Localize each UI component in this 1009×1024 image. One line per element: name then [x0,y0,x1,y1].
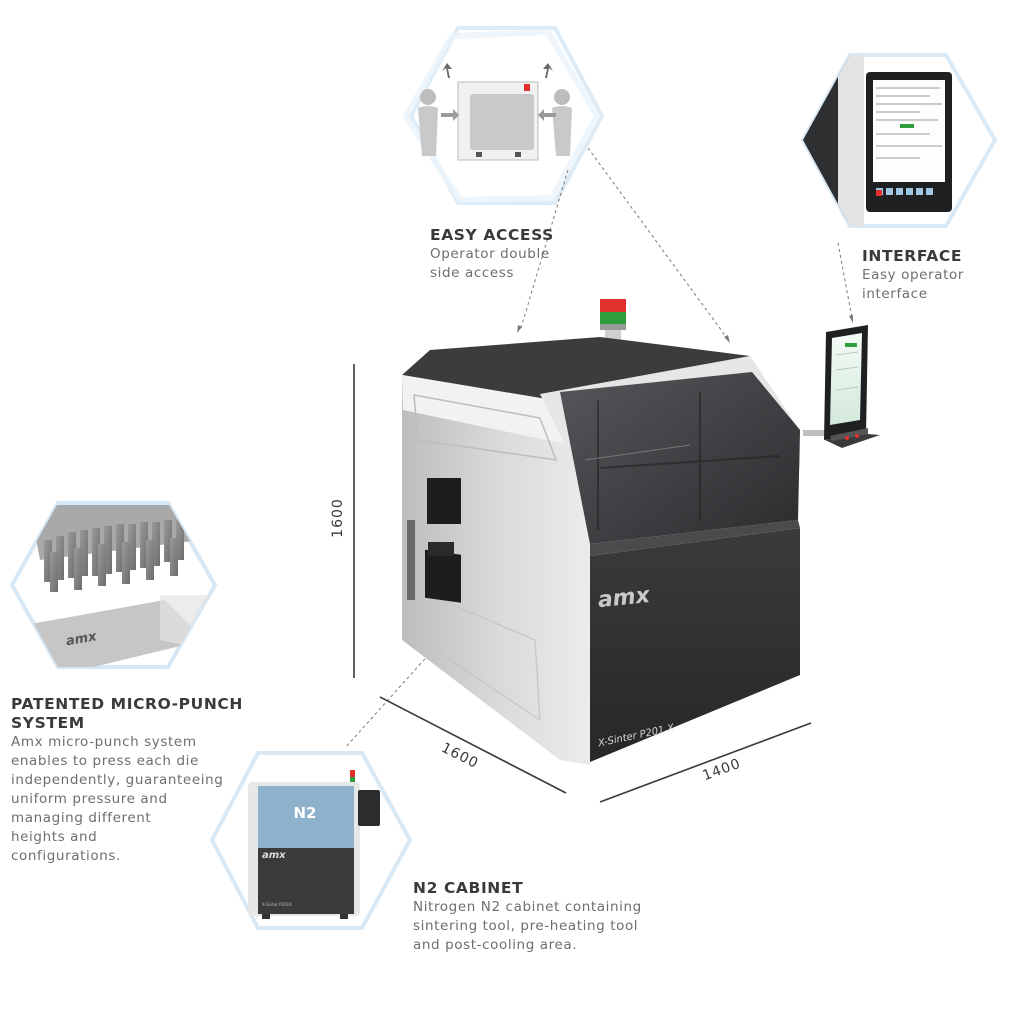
dimension-lines [353,364,812,803]
n2-cabinet-desc-line: sintering tool, pre-heating tool [413,918,639,934]
n2-model-text: X-Sinter P201X [262,902,292,907]
machine-illustration: amx X-Sinter P201 X [402,299,880,765]
n2-cabinet-desc-line: and post-cooling area. [413,937,578,953]
micro-punch-title-line: SYSTEM [11,714,85,732]
leader-arrowheads [517,315,853,343]
micro-punch-desc-line: managing different [11,810,152,826]
easy-access-desc-line: Operator double [430,246,550,262]
interface-desc-line: Easy operator [862,267,964,283]
interface-desc-line: interface [862,286,928,302]
beacon-lamp [600,299,626,344]
easy-access-title: EASY ACCESS [430,226,554,244]
leader-lines [344,147,853,749]
hexagon-easy-access [402,26,605,205]
micro-punch-desc-line: configurations. [11,848,121,864]
side-window [425,549,461,603]
easy-access-desc-line: side access [430,265,515,281]
feature-micro-punch: PATENTED MICRO-PUNCH SYSTEM Amx micro-pu… [11,695,243,866]
micro-punch-title-line: PATENTED MICRO-PUNCH [11,695,243,713]
arrow-up-left-icon [442,63,452,78]
operator-right-icon [552,89,572,156]
n2-cabinet-desc-line: Nitrogen N2 cabinet containing [413,899,642,915]
hmi-terminal [803,325,880,448]
hexagon-micro-punch: amx [9,501,218,669]
arrow-left-icon [538,109,556,121]
micro-punch-pins [44,520,184,592]
micro-punch-desc-line: independently, guaranteeing [11,772,224,788]
micro-punch-desc-line: heights and [11,829,98,845]
feature-interface: INTERFACE Easy operator interface [862,247,964,304]
interface-title: INTERFACE [862,247,963,265]
hexagon-n2-cabinet: N2 amx X-Sinter P201X [209,751,413,930]
feature-easy-access: EASY ACCESS Operator double side access [430,226,554,283]
hexagon-interface [800,53,998,228]
micro-punch-desc-line: enables to press each die [11,753,199,769]
n2-brand-logo: amx [262,850,286,861]
operator-left-icon [418,89,438,156]
punch-brand-logo: amx [65,629,98,649]
machine-brand-logo: amx [597,583,652,613]
arrow-up-right-icon [543,63,553,78]
feature-n2-cabinet: N2 CABINET Nitrogen N2 cabinet containin… [413,879,642,955]
n2-cabinet-title: N2 CABINET [413,879,524,897]
arrow-right-icon [441,109,459,121]
dimension-height-label: 1600 [329,498,346,538]
micro-punch-desc-line: uniform pressure and [11,791,168,807]
micro-punch-desc-line: Amx micro-punch system [11,734,197,750]
n2-badge: N2 [294,804,317,822]
